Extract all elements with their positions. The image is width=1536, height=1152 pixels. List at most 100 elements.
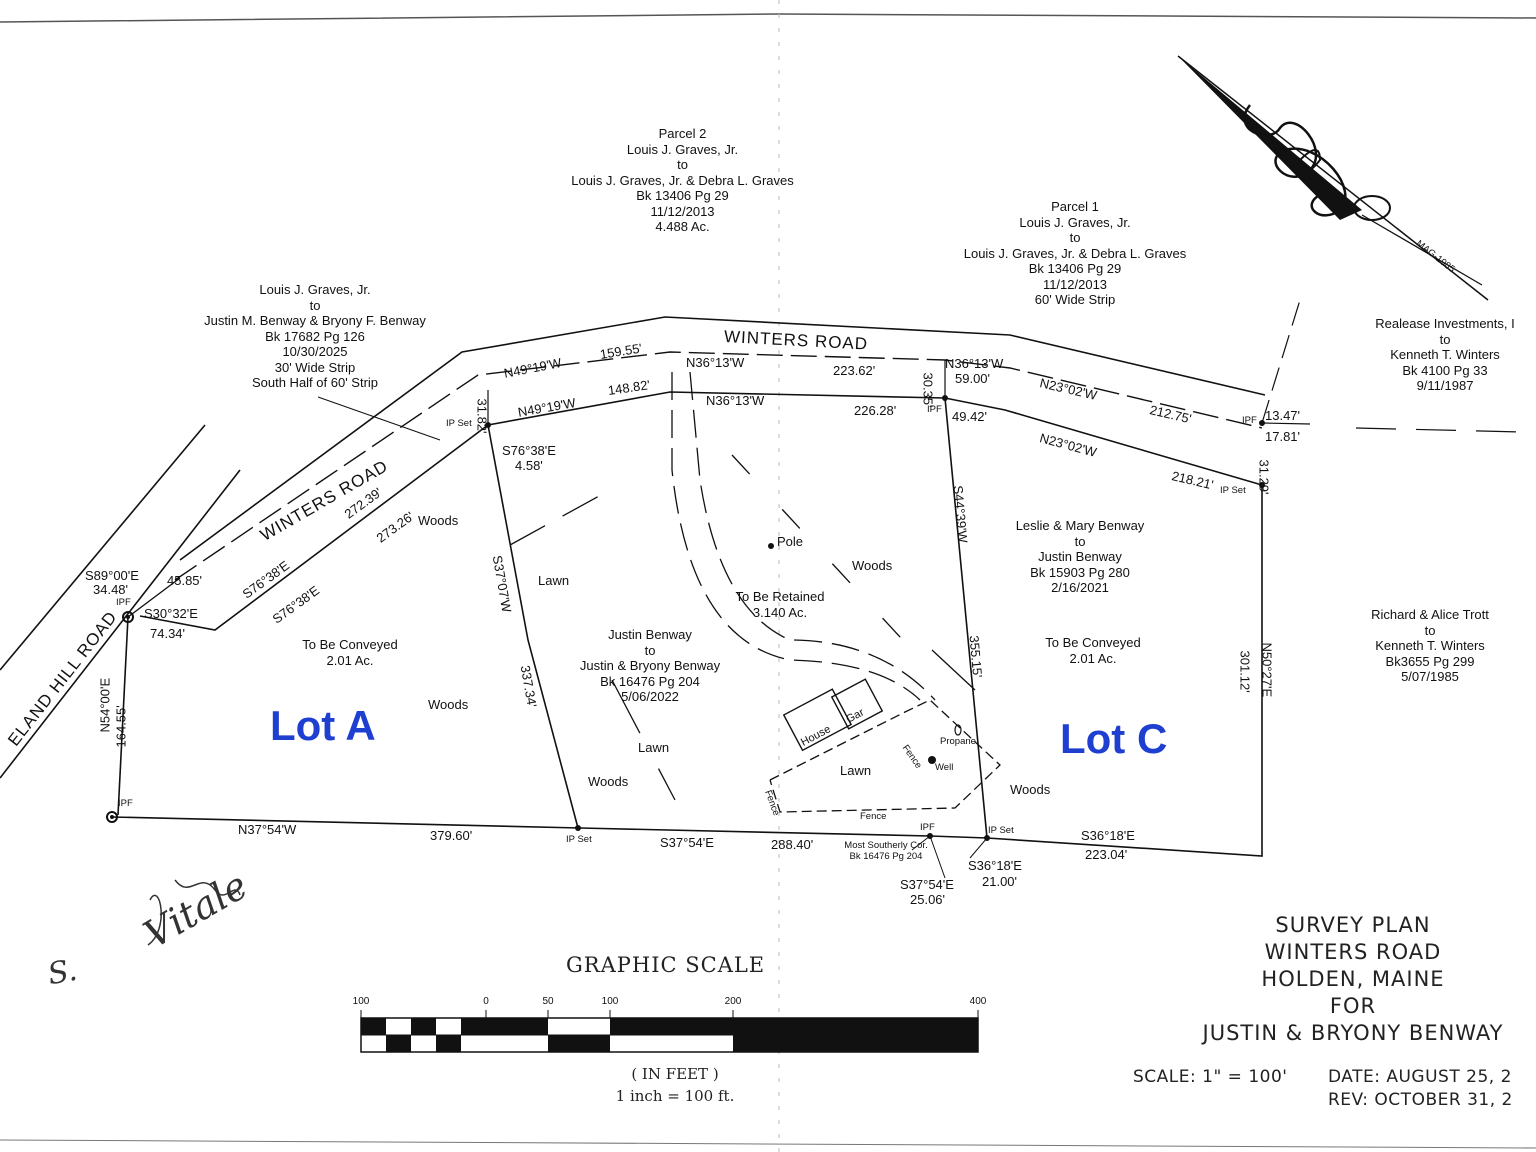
distance-d5: 148.82'	[606, 377, 651, 398]
realease-line-3: Kenneth T. Winters	[1390, 347, 1500, 362]
ipf-marker-north	[942, 395, 948, 401]
bearing-b5: N49°19'W	[516, 394, 577, 420]
ipf-south-label: IPF	[920, 822, 935, 833]
ipf-southwest-label: IPF	[118, 798, 133, 809]
lot-c-label: Lot C	[1060, 715, 1168, 762]
pole-marker	[768, 543, 774, 549]
south-boundary-line	[111, 485, 1263, 857]
ip-set-east-label: IP Set	[1220, 485, 1246, 496]
most-southerly-line-2: Bk 16476 Pg 204	[849, 850, 923, 862]
bearing-b3: N36°13'W	[945, 356, 1004, 371]
title-line-2: WINTERS ROAD	[1264, 940, 1442, 964]
distance-d25: 288.40'	[771, 837, 814, 852]
east-extension-dashed	[1355, 427, 1523, 433]
lot-c-area-value: 2.01 Ac.	[1069, 650, 1117, 666]
distance-d14: 4.58'	[515, 458, 543, 473]
scale-ratio: 1 inch = 100 ft.	[615, 1087, 735, 1105]
woods-label-3: Woods	[852, 558, 893, 573]
parcel-1-line-5: Bk 13406 Pg 29	[1028, 261, 1122, 276]
bearing-b2: N36°13'W	[686, 355, 745, 370]
lot-a-area: To Be Conveyed 2.01 Ac.	[285, 637, 415, 668]
distance-d17: 34.48'	[93, 582, 129, 597]
winters-road-centerline	[174, 351, 1263, 581]
distance-d23: 301.12'	[1237, 650, 1253, 693]
strip-line-1: Louis J. Graves, Jr.	[259, 282, 371, 297]
parcel-2-line-2: Louis J. Graves, Jr.	[626, 141, 739, 157]
leslie-line-3: Justin Benway	[1038, 549, 1122, 564]
distance-d13: 31.82'	[474, 398, 490, 434]
graphic-scale-title: GRAPHIC SCALE	[566, 953, 766, 977]
ipf-marker-east	[1259, 420, 1265, 426]
ipf-marker-southwest-center	[110, 815, 114, 819]
fence-label-2: Fence	[762, 788, 782, 818]
strip-line-5: 10/30/2025	[282, 344, 348, 359]
center-deed: Justin Benway to Justin & Bryony Benway …	[555, 627, 745, 705]
ipf-marker-west	[122, 611, 134, 623]
strip-line-7: South Half of 60' Strip	[251, 375, 379, 390]
strip-deed-leader	[317, 396, 441, 441]
house-label: House	[799, 723, 833, 749]
parcel-2-line-1: Parcel 2	[658, 126, 707, 141]
ip-set-marker-east	[1259, 482, 1265, 488]
lot-a-area-value: 2.01 Ac.	[326, 652, 374, 668]
realease-line-5: 9/11/1987	[1416, 378, 1474, 393]
winters-road-label-top: WINTERS ROAD	[723, 327, 869, 354]
lot-a-label: Lot A	[270, 702, 376, 749]
lot-a-west-line	[117, 616, 129, 816]
leslie-line-2: to	[1074, 533, 1086, 549]
signature-flourish	[147, 879, 241, 946]
sheet-bottom-edge	[0, 1139, 1536, 1149]
lot-c-west-line	[944, 397, 988, 839]
bearing-b23: N50°27'E	[1259, 642, 1275, 698]
distance-d9: 13.47'	[1265, 408, 1301, 423]
lot-c-area: To Be Conveyed 2.01 Ac.	[1028, 635, 1158, 666]
distance-d20: 164.55'	[113, 705, 129, 748]
bearing-b28: S37°54'E	[900, 877, 954, 892]
distance-d27: 21.00'	[982, 874, 1018, 889]
woods-label-5: Woods	[1010, 782, 1051, 797]
parcel-1-line-7: 60' Wide Strip	[1034, 292, 1116, 307]
trott-line-5: 5/07/1985	[1401, 669, 1459, 684]
bearing-b6: N36°13'W	[706, 393, 765, 408]
center-line-3: Justin & Bryony Benway	[579, 658, 721, 673]
bearing-b26: S36°18'E	[1081, 828, 1135, 843]
tree-line-2	[611, 679, 676, 801]
ip-set-south-label: IP Set	[566, 834, 592, 845]
parcel-2-deed: Parcel 2 Louis J. Graves, Jr. to Louis J…	[540, 126, 825, 235]
distance-d11: 31.29'	[1256, 459, 1272, 495]
parcel-1-line-1: Parcel 1	[1051, 199, 1099, 214]
s37-leader	[929, 835, 946, 879]
leslie-line-5: 2/16/2021	[1051, 580, 1109, 595]
strip-line-3: Justin M. Benway & Bryony F. Benway	[204, 313, 426, 328]
distance-d22: 355.15'	[966, 634, 986, 679]
signature-initial: S.	[45, 952, 80, 993]
ipf-13-47-line	[1261, 422, 1311, 425]
title-block: SURVEY PLAN WINTERS ROAD HOLDEN, MAINE F…	[1168, 912, 1536, 1047]
well-marker	[928, 756, 936, 764]
bearing-b24: N37°54'W	[238, 822, 297, 837]
well-label: Well	[935, 762, 954, 773]
pole-label: Pole	[777, 534, 804, 549]
distance-d24: 379.60'	[430, 828, 473, 843]
scale-tick-100: 100	[601, 996, 619, 1007]
trott-line-1: Richard & Alice Trott	[1371, 607, 1489, 622]
woods-label-1: Woods	[418, 513, 459, 528]
distance-d12: 30.35'	[920, 372, 936, 408]
parcel-1-line-2: Louis J. Graves, Jr.	[1019, 214, 1131, 230]
most-southerly-line-1: Most Southerly Cor.	[844, 840, 928, 851]
trott-line-3: Kenneth T. Winters	[1375, 638, 1485, 653]
propane-label: Propane	[940, 736, 976, 747]
distance-d10: 17.81'	[1265, 429, 1301, 444]
cleland-hill-road-edge-2	[0, 469, 241, 779]
bearing-b4: N23°02'W	[1038, 375, 1099, 403]
ipf-marker-southwest	[106, 811, 118, 823]
tree-line-4	[931, 649, 976, 691]
north-arrow-label: MAG-1985	[1413, 238, 1457, 276]
propane-tank	[954, 724, 962, 736]
parcel-1-deed: Parcel 1 Louis J. Graves, Jr. to Louis J…	[930, 199, 1220, 308]
distance-d21: 337.34'	[517, 664, 540, 709]
center-line-2: to	[644, 642, 656, 658]
woods-label-4: Woods	[588, 774, 629, 789]
ip-set-marker-north	[485, 422, 491, 428]
